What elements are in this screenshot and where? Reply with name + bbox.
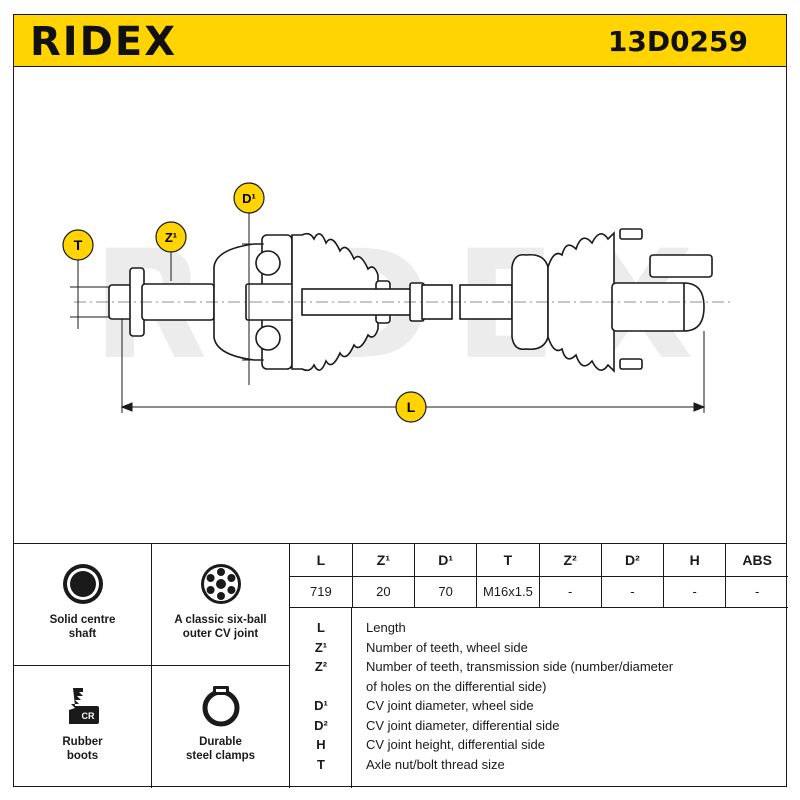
feature-steel-clamps: Durable steel clamps bbox=[152, 666, 290, 788]
legend-row: Z² Number of teeth, transmission side (n… bbox=[290, 657, 788, 677]
rubber-boot-icon: CR bbox=[69, 688, 99, 724]
legend-row: D¹ CV joint diameter, wheel side bbox=[290, 696, 788, 716]
spec-header-z1: Z¹ bbox=[351, 544, 415, 577]
feature-label: Rubber boots bbox=[62, 736, 103, 762]
spec-value-z1: 20 bbox=[351, 576, 415, 608]
legend-key: Z¹ bbox=[314, 639, 328, 655]
spec-header-abs: ABS bbox=[725, 544, 788, 577]
legend-key-column bbox=[290, 608, 352, 788]
header-bar: RIDEX 13D0259 bbox=[13, 14, 787, 67]
spec-value-row: 719 20 70 M16x1.5 - - - - bbox=[290, 576, 788, 608]
spec-header-h: H bbox=[662, 544, 726, 577]
legend-text: Number of teeth, wheel side bbox=[366, 639, 528, 655]
legend-key: H bbox=[316, 737, 326, 752]
feature-label: A classic six-ball outer CV joint bbox=[174, 614, 267, 640]
legend-text: Axle nut/bolt thread size bbox=[366, 756, 505, 772]
legend-key: L bbox=[317, 620, 325, 635]
six-ball-joint-icon bbox=[201, 564, 241, 604]
legend-key: D² bbox=[314, 717, 328, 733]
spec-header-t: T bbox=[476, 544, 539, 577]
feature-label: Durable steel clamps bbox=[185, 736, 256, 762]
brand-logo: RIDEX bbox=[30, 19, 178, 65]
legend-text: CV joint diameter, differential side bbox=[366, 717, 560, 733]
legend-text: Number of teeth, transmission side (numb… bbox=[366, 659, 674, 674]
rubber-boot-badge: CR bbox=[82, 711, 95, 721]
feature-rubber-boots: CR Rubber boots bbox=[14, 666, 152, 788]
steel-clamp-icon bbox=[202, 686, 240, 727]
legend-key: D¹ bbox=[314, 698, 328, 713]
callout-l: L bbox=[407, 399, 416, 415]
spec-header-l: L bbox=[290, 544, 353, 577]
spec-table: L Z¹ D¹ T Z² D² H ABS 719 20 70 M16x1.5 … bbox=[290, 544, 788, 608]
legend-row: T Axle nut/bolt thread size bbox=[290, 755, 788, 775]
spec-header-z2: Z² bbox=[538, 544, 602, 577]
spec-header-d2: D² bbox=[600, 544, 664, 577]
spec-value-z2: - bbox=[538, 576, 602, 608]
drive-shaft-drawing: RIDEX bbox=[62, 182, 734, 423]
feature-solid-shaft: Solid centre shaft bbox=[14, 544, 152, 666]
boot-clip-top bbox=[619, 228, 643, 240]
callout-t: T bbox=[74, 237, 83, 253]
legend-text: Length bbox=[366, 620, 406, 635]
legend-row: Z¹ Number of teeth, wheel side bbox=[290, 638, 788, 658]
callout-z1: Z¹ bbox=[165, 230, 177, 245]
inner-cv-cap bbox=[649, 254, 713, 278]
legend-text: CV joint diameter, wheel side bbox=[366, 698, 534, 713]
spec-value-d2: - bbox=[600, 576, 664, 608]
spec-value-abs: - bbox=[725, 576, 788, 608]
legend-text: CV joint height, differential side bbox=[366, 737, 545, 752]
technical-drawing: RIDEX bbox=[13, 67, 787, 543]
legend-key: T bbox=[317, 756, 325, 772]
solid-shaft-icon bbox=[63, 564, 103, 604]
part-number: 13D0259 bbox=[607, 25, 748, 58]
legend-row: L Length bbox=[290, 618, 788, 638]
spec-value-d1: 70 bbox=[413, 576, 477, 608]
inner-cv-end bbox=[683, 282, 705, 332]
cv-ball-top bbox=[255, 250, 281, 276]
legend: L Length Z¹ Number of teeth, wheel side … bbox=[290, 608, 788, 788]
legend-text: of holes on the differential side) bbox=[366, 678, 547, 694]
spec-panel: Solid centre shaft A classic six-ball ou… bbox=[13, 543, 788, 788]
cv-ball-bottom bbox=[255, 325, 281, 351]
legend-key: Z² bbox=[314, 659, 328, 674]
legend-row: H CV joint height, differential side bbox=[290, 735, 788, 755]
legend-row: D² CV joint diameter, differential side bbox=[290, 716, 788, 736]
feature-six-ball-joint: A classic six-ball outer CV joint bbox=[152, 544, 290, 666]
spec-value-t: M16x1.5 bbox=[476, 576, 539, 608]
boot-clip-bottom bbox=[619, 358, 643, 370]
inner-cv-housing bbox=[611, 282, 687, 332]
legend-row: of holes on the differential side) bbox=[290, 677, 788, 697]
spec-header-row: L Z¹ D¹ T Z² D² H ABS bbox=[290, 544, 788, 577]
feature-label: Solid centre shaft bbox=[49, 614, 116, 640]
spec-value-h: - bbox=[662, 576, 726, 608]
spec-value-l: 719 bbox=[290, 576, 353, 608]
callout-d1: D¹ bbox=[242, 191, 256, 206]
spec-header-d1: D¹ bbox=[413, 544, 477, 577]
